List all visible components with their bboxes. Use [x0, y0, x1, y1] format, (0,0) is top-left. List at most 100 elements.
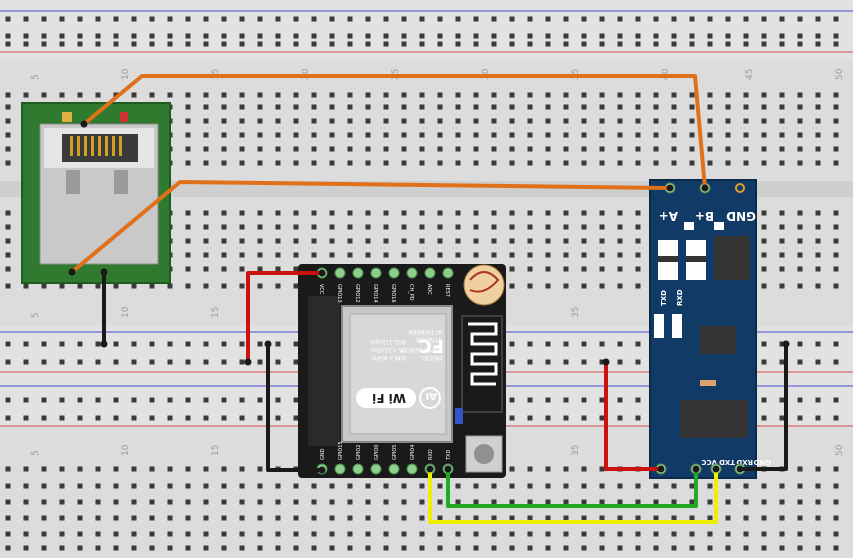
breadboard-hole: [725, 160, 731, 166]
breadboard-hole: [473, 499, 479, 505]
breadboard-hole: [473, 118, 479, 124]
breadboard-hole: [383, 16, 389, 22]
breadboard-hole: [437, 224, 443, 230]
rj45-jack-module: [21, 102, 171, 284]
breadboard-hole: [473, 33, 479, 39]
breadboard-hole: [689, 160, 695, 166]
breadboard-hole: [5, 415, 11, 421]
breadboard-hole: [203, 104, 209, 110]
breadboard-hole: [707, 132, 713, 138]
breadboard-hole: [671, 499, 677, 505]
orange-wire-a: [70, 180, 672, 274]
breadboard-hole: [437, 210, 443, 216]
breadboard-hole: [833, 499, 839, 505]
breadboard-hole: [545, 531, 551, 537]
breadboard-hole: [545, 118, 551, 124]
breadboard-hole: [815, 415, 821, 421]
breadboard-hole: [23, 515, 29, 521]
breadboard-hole: [41, 359, 47, 365]
breadboard-hole: [203, 499, 209, 505]
breadboard-hole: [167, 531, 173, 537]
breadboard-hole: [653, 160, 659, 166]
breadboard-hole: [491, 146, 497, 152]
breadboard-hole: [239, 531, 245, 537]
breadboard-hole: [311, 41, 317, 47]
breadboard-hole: [437, 146, 443, 152]
breadboard-hole: [257, 466, 263, 472]
breadboard-hole: [545, 483, 551, 489]
breadboard-hole: [203, 415, 209, 421]
pin-label-adc: ADC: [426, 284, 432, 295]
breadboard-hole: [509, 545, 515, 551]
breadboard-hole: [239, 283, 245, 289]
breadboard-hole: [41, 341, 47, 347]
breadboard-hole: [167, 483, 173, 489]
breadboard-hole: [599, 146, 605, 152]
breadboard-hole: [563, 266, 569, 272]
breadboard-hole: [59, 531, 65, 537]
breadboard-hole: [131, 283, 137, 289]
breadboard-hole: [491, 104, 497, 110]
breadboard-hole: [779, 41, 785, 47]
breadboard-hole: [653, 531, 659, 537]
breadboard-hole: [203, 160, 209, 166]
breadboard-hole: [311, 33, 317, 39]
breadboard-hole: [59, 92, 65, 98]
green-wire-rx: [446, 467, 698, 508]
breadboard-hole: [59, 466, 65, 472]
breadboard-hole: [815, 515, 821, 521]
breadboard-hole: [707, 16, 713, 22]
breadboard-hole: [581, 224, 587, 230]
breadboard-hole: [437, 515, 443, 521]
breadboard-hole: [311, 252, 317, 258]
breadboard-hole: [347, 531, 353, 537]
breadboard-hole: [689, 16, 695, 22]
breadboard-hole: [329, 92, 335, 98]
breadboard-hole: [257, 146, 263, 152]
breadboard-hole: [689, 92, 695, 98]
breadboard-hole: [455, 483, 461, 489]
breadboard-hole: [509, 118, 515, 124]
breadboard-hole: [725, 104, 731, 110]
breadboard-hole: [761, 132, 767, 138]
breadboard-hole: [707, 33, 713, 39]
breadboard-hole: [815, 160, 821, 166]
breadboard-hole: [815, 466, 821, 472]
breadboard-hole: [545, 33, 551, 39]
breadboard-hole: [347, 210, 353, 216]
breadboard-hole: [5, 252, 11, 258]
breadboard-hole: [275, 252, 281, 258]
breadboard-hole: [239, 415, 245, 421]
breadboard-hole: [311, 118, 317, 124]
breadboard-hole: [797, 341, 803, 347]
breadboard-hole: [419, 210, 425, 216]
breadboard-hole: [617, 33, 623, 39]
breadboard-hole: [617, 397, 623, 403]
breadboard-hole: [185, 224, 191, 230]
breadboard-hole: [743, 545, 749, 551]
breadboard-hole: [473, 104, 479, 110]
breadboard-hole: [239, 499, 245, 505]
breadboard-hole: [455, 160, 461, 166]
breadboard-hole: [743, 118, 749, 124]
breadboard-hole: [275, 531, 281, 537]
breadboard-hole: [5, 210, 11, 216]
breadboard-hole: [23, 16, 29, 22]
breadboard-hole: [725, 132, 731, 138]
breadboard-hole: [815, 104, 821, 110]
breadboard-hole: [95, 545, 101, 551]
breadboard-hole: [77, 92, 83, 98]
breadboard-hole: [221, 415, 227, 421]
breadboard-hole: [509, 252, 515, 258]
breadboard-hole: [203, 33, 209, 39]
breadboard-hole: [275, 210, 281, 216]
breadboard-hole: [671, 160, 677, 166]
ai-logo: AI: [426, 390, 437, 401]
breadboard-hole: [599, 252, 605, 258]
breadboard-hole: [527, 160, 533, 166]
wifi-logo: Wi Fi: [372, 391, 406, 405]
breadboard-hole: [311, 515, 317, 521]
breadboard-hole: [41, 415, 47, 421]
breadboard-hole: [257, 160, 263, 166]
pin-label-gpio2: GPIO2: [356, 445, 362, 460]
